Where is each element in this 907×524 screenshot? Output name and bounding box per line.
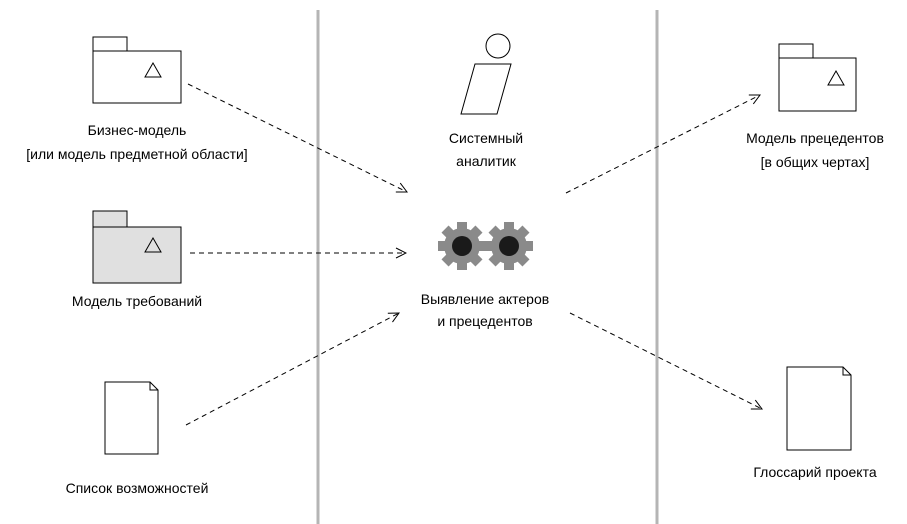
requirements-model-package-icon — [92, 210, 182, 284]
activity-label: Выявление актеров — [421, 291, 549, 307]
feature-list-document-icon — [104, 381, 159, 455]
business-model-label: Бизнес-модель — [88, 122, 187, 138]
glossary-label: Глоссарий проекта — [753, 464, 876, 480]
glossary-document-icon — [786, 366, 852, 451]
business-model-package-icon — [92, 36, 182, 104]
arrow-business-model-to-activity — [187, 83, 407, 192]
worker-sublabel: аналитик — [456, 153, 517, 169]
right-gear-icon — [485, 222, 533, 270]
activity-sublabel: и прецедентов — [437, 313, 532, 329]
activity-gears-icon — [438, 222, 533, 270]
business-model-sublabel: [или модель предметной области] — [26, 146, 247, 162]
system-analyst-worker-icon — [460, 33, 512, 115]
worker-label: Системный — [449, 130, 523, 146]
use-case-model-label: Модель прецедентов — [746, 130, 884, 146]
arrow-feature-list-to-activity — [185, 313, 399, 426]
left-gear-icon — [438, 222, 486, 270]
feature-list-label: Список возможностей — [66, 480, 209, 496]
arrow-activity-to-use-case-model — [565, 95, 760, 194]
requirements-model-label: Модель требований — [72, 293, 202, 309]
arrow-activity-to-glossary — [569, 312, 762, 409]
use-case-model-package-icon — [778, 43, 857, 112]
use-case-model-sublabel: [в общих чертах] — [761, 154, 870, 170]
